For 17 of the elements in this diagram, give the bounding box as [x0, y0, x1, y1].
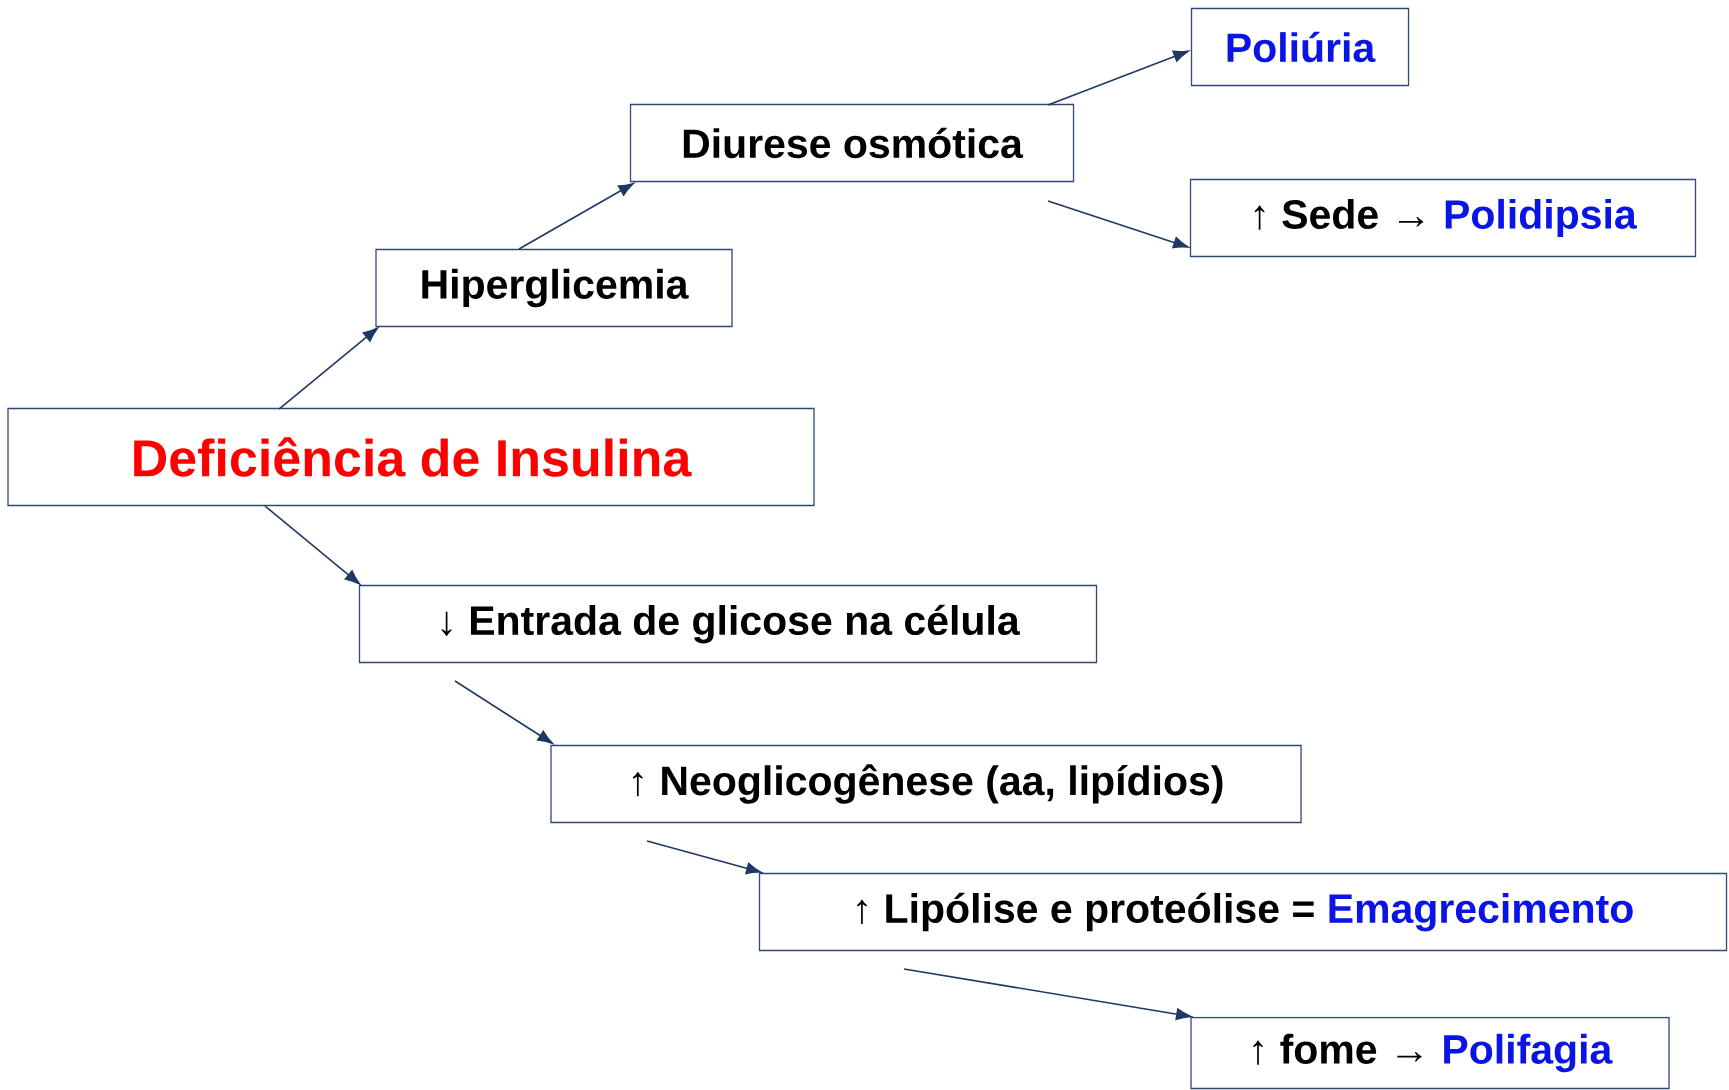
text-box: ↑ fome → Polifagia: [1190, 1016, 1670, 1090]
text-box: Poliúria: [1190, 7, 1410, 87]
text-box: Diurese osmótica: [629, 103, 1075, 183]
text-box: Deficiência de Insulina: [7, 407, 815, 507]
arrow: [278, 327, 379, 410]
text-box: Hiperglicemia: [375, 248, 733, 328]
text-box: ↓ Entrada de glicose na célula: [358, 584, 1098, 664]
arrow: [903, 968, 1192, 1021]
arrow: [454, 680, 553, 744]
text-box: ↑ Sede → Polidipsia: [1189, 178, 1697, 258]
text-box: ↑ Neoglicogênese (aa, lipídios): [550, 744, 1302, 824]
arrow: [518, 182, 634, 250]
text-box: ↑ Lipólise e proteólise = Emagrecimento: [758, 872, 1728, 952]
arrow: [1047, 200, 1189, 249]
arrow: [1047, 50, 1189, 106]
arrow: [264, 505, 361, 585]
arrow: [646, 840, 762, 875]
